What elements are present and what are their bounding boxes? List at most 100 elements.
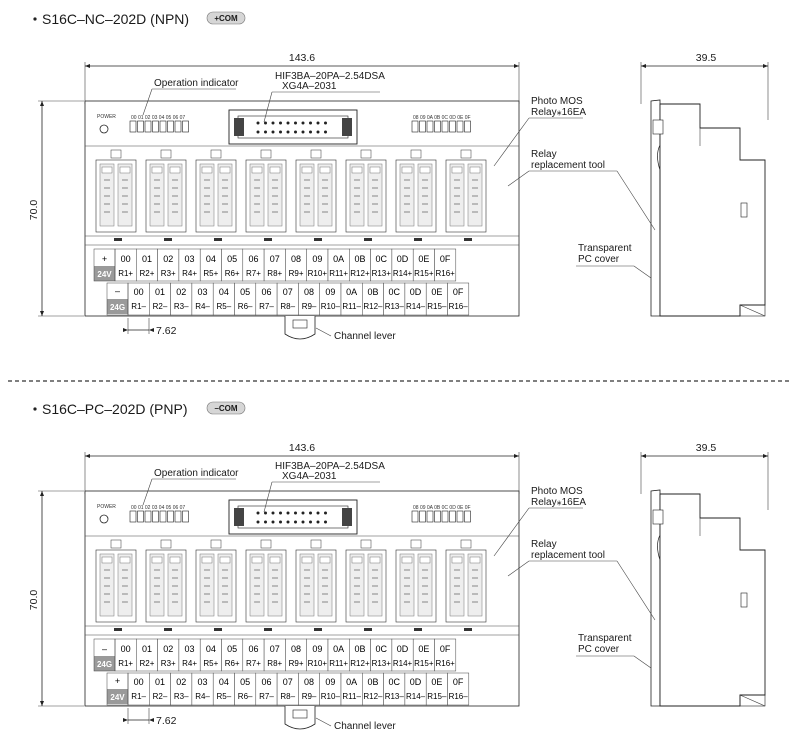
relay-tab xyxy=(251,556,263,564)
led-label-right: 08 09 0A 0B 0C 0D 0E 0F xyxy=(413,505,471,511)
bottom-relay-label: R10– xyxy=(321,302,341,311)
power-led xyxy=(99,124,109,134)
relay-clip xyxy=(260,539,272,549)
bottom-channel-label: 05 xyxy=(240,287,250,297)
relay-tool-label: Relay xyxy=(531,149,557,160)
top-relay-label: R9+ xyxy=(289,659,304,668)
side-arrow-right xyxy=(763,454,768,458)
relay-tab xyxy=(369,166,381,174)
connector-pin xyxy=(309,130,312,134)
side-arrow-right xyxy=(763,64,768,68)
top-relay-label: R15+ xyxy=(414,269,434,278)
operation-indicator-leader xyxy=(142,478,153,506)
bottom-channel-label: 05 xyxy=(240,677,250,687)
width-arrow-right xyxy=(514,454,519,458)
top-relay-label: R6+ xyxy=(225,659,240,668)
photomos-relay xyxy=(267,553,283,617)
relay-clip xyxy=(460,149,472,159)
led-indicator xyxy=(419,120,426,133)
connector-part-label: HIF3BA–20PA–2.54DSA xyxy=(275,71,385,82)
top-channel-label: 09 xyxy=(312,254,322,264)
connector-latch-left xyxy=(234,508,244,526)
relay-tab xyxy=(219,166,231,174)
connector-pin xyxy=(324,520,327,524)
led-indicator xyxy=(426,510,434,523)
photomos-relay xyxy=(449,553,465,617)
led-label-left: 00 01 02 03 04 05 06 07 xyxy=(131,505,185,511)
bottom-terminal xyxy=(447,282,470,316)
connector-pin xyxy=(271,520,275,524)
connector-pin xyxy=(301,130,305,134)
led-indicator xyxy=(174,120,182,133)
connector-pin xyxy=(294,520,297,524)
led-indicator xyxy=(182,120,189,133)
top-relay-label: R12+ xyxy=(350,269,370,278)
relay-clip xyxy=(410,149,422,159)
side-foot-line xyxy=(739,694,766,707)
relay-latch-mark xyxy=(414,238,422,241)
bottom-channel-label: 03 xyxy=(198,287,208,297)
led-indicator xyxy=(167,510,174,523)
led-indicator xyxy=(174,510,182,523)
top-channel-label: 0C xyxy=(375,254,387,264)
led-indicator xyxy=(182,510,189,523)
relay-tab xyxy=(319,166,331,174)
led-indicator xyxy=(411,120,419,133)
connector-pin xyxy=(316,511,320,515)
side-housing xyxy=(659,493,766,707)
top-relay-label: R8+ xyxy=(267,659,282,668)
connector-pin xyxy=(286,130,290,134)
bottom-relay-label: R10– xyxy=(321,692,341,701)
top-relay-label: R2+ xyxy=(139,659,154,668)
bottom-relay-label: R9– xyxy=(302,302,317,311)
pitch-dimension-label: 7.62 xyxy=(156,715,177,727)
side-connector-tab xyxy=(652,119,664,135)
photomos-relay xyxy=(199,163,215,227)
side-relay-profile xyxy=(657,534,661,620)
top-relay-label: R1+ xyxy=(118,269,133,278)
top-terminal xyxy=(434,248,457,282)
led-indicator xyxy=(144,120,152,133)
led-indicator xyxy=(129,510,137,523)
bottom-relay-label: R5– xyxy=(217,302,232,311)
bottom-channel-label: 06 xyxy=(261,287,271,297)
relay-tab xyxy=(451,166,463,174)
led-indicator xyxy=(434,120,441,133)
cover-leader xyxy=(633,655,652,669)
photomos-relay xyxy=(117,163,133,227)
connector-pin xyxy=(294,511,297,515)
relay-tool-label: Relay xyxy=(531,539,557,550)
bottom-channel-label: 04 xyxy=(219,677,229,687)
top-voltage-label: 24V xyxy=(97,270,112,279)
side-din-slot xyxy=(740,202,748,218)
bottom-relay-label: R15– xyxy=(427,302,447,311)
relay-tab xyxy=(351,166,363,174)
relay-tab xyxy=(201,166,213,174)
bottom-channel-label: 09 xyxy=(325,677,335,687)
bottom-channel-label: 00 xyxy=(134,287,144,297)
width-arrow-right xyxy=(514,64,519,68)
relay-latch-mark xyxy=(214,628,222,631)
relay-tab xyxy=(401,556,413,564)
top-channel-label: 01 xyxy=(142,644,152,654)
top-relay-label: R3+ xyxy=(161,269,176,278)
led-indicator xyxy=(159,120,167,133)
led-indicator xyxy=(411,510,419,523)
bullet-dot xyxy=(33,17,37,21)
connector-pin xyxy=(256,520,260,524)
photo-mos-label: Photo MOS xyxy=(531,486,583,497)
relay-latch-mark xyxy=(414,628,422,631)
bottom-channel-label: 0E xyxy=(431,677,442,687)
photo-mos-label: Photo MOS xyxy=(531,96,583,107)
top-channel-label: 0D xyxy=(397,644,409,654)
relay-clip xyxy=(360,149,372,159)
relay-tab xyxy=(101,556,113,564)
com-badge-label: –COM xyxy=(214,404,237,413)
top-channel-label: 09 xyxy=(312,644,322,654)
bottom-relay-label: R12– xyxy=(363,302,383,311)
connector-leader xyxy=(263,91,273,123)
bottom-relay-label: R11– xyxy=(342,302,361,311)
top-channel-label: 0E xyxy=(418,254,429,264)
